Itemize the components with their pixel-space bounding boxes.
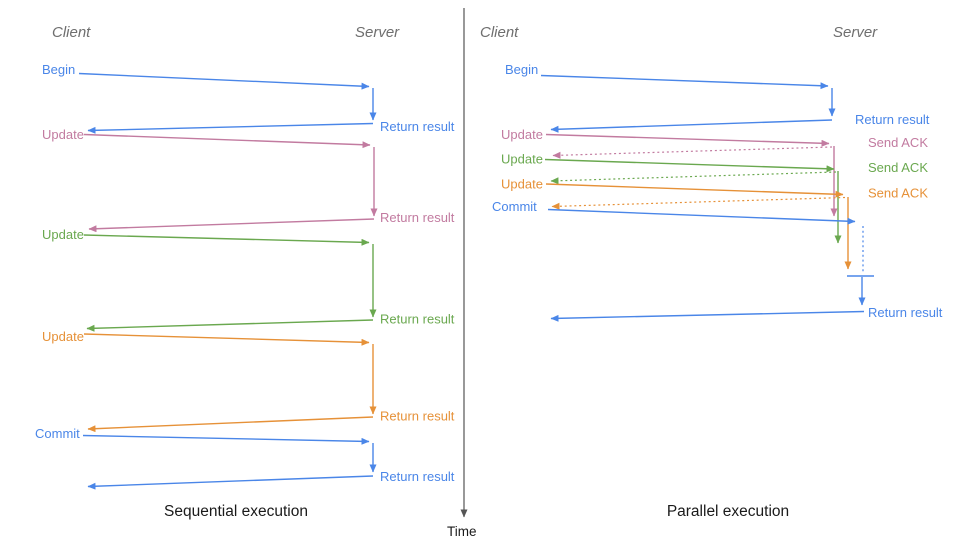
seq-update3-return-line	[87, 416, 374, 433]
par-message-begin: Begin Return result	[505, 62, 930, 133]
seq-update2-return-label: Return result	[380, 312, 455, 327]
seq-update1-request-line	[83, 133, 371, 149]
par-update1-request-line	[545, 133, 830, 147]
par-update3-ack-label: Send ACK	[868, 186, 928, 201]
par-update2-request-line	[544, 158, 835, 173]
par-message-update3: Update Send ACK	[501, 177, 928, 270]
seq-update1-label: Update	[42, 127, 84, 142]
seq-message-commit: Commit Return result	[35, 426, 455, 490]
par-client-header: Client	[480, 24, 519, 41]
par-update1-ack-line	[552, 146, 833, 159]
seq-update3-return-label: Return result	[380, 409, 455, 424]
par-commit-request-line	[547, 208, 856, 225]
seq-update3-request-line	[83, 333, 370, 346]
seq-update3-label: Update	[42, 329, 84, 344]
seq-commit-return-line	[87, 475, 374, 490]
time-axis-label: Time	[447, 524, 477, 539]
seq-client-header: Client	[52, 24, 91, 41]
seq-update1-return-label: Return result	[380, 210, 455, 225]
par-update2-label: Update	[501, 152, 543, 167]
par-message-commit: Commit Return result	[492, 199, 943, 322]
par-update1-ack-label: Send ACK	[868, 135, 928, 150]
seq-message-begin: Begin Return result	[42, 62, 455, 134]
par-update3-ack-line	[551, 196, 846, 210]
par-update2-ack-line	[550, 171, 837, 185]
seq-message-update2: Update Return result	[42, 227, 455, 332]
par-update3-request-line	[545, 183, 844, 198]
par-begin-return-label: Return result	[855, 112, 930, 127]
par-begin-label: Begin	[505, 62, 538, 77]
par-begin-request-line	[540, 74, 829, 90]
parallel-caption: Parallel execution	[667, 503, 789, 520]
seq-begin-return-line	[87, 122, 374, 134]
seq-update1-return-line	[88, 218, 375, 233]
seq-message-update1: Update Return result	[42, 127, 455, 233]
par-commit-return-label: Return result	[868, 305, 943, 320]
par-update2-ack-label: Send ACK	[868, 160, 928, 175]
par-commit-return-line	[550, 310, 865, 322]
seq-update2-label: Update	[42, 227, 84, 242]
parallel-panel: Client Server Begin Return result Update…	[480, 24, 943, 520]
par-update3-label: Update	[501, 177, 543, 192]
time-axis: Time	[447, 8, 477, 539]
seq-update2-request-line	[83, 234, 370, 246]
seq-commit-request-line	[82, 434, 370, 445]
par-message-update2: Update Send ACK	[501, 152, 928, 244]
seq-begin-label: Begin	[42, 62, 75, 77]
seq-begin-return-label: Return result	[380, 119, 455, 134]
sequential-panel: Client Server Begin Return result Update…	[35, 24, 455, 520]
seq-update2-return-line	[86, 319, 374, 332]
seq-commit-label: Commit	[35, 426, 80, 441]
par-begin-return-line	[550, 119, 833, 133]
par-message-update1: Update Send ACK	[501, 127, 928, 217]
seq-commit-return-label: Return result	[380, 469, 455, 484]
par-update1-label: Update	[501, 127, 543, 142]
par-server-header: Server	[833, 24, 878, 41]
seq-server-header: Server	[355, 24, 400, 41]
par-commit-label: Commit	[492, 199, 537, 214]
seq-message-update3: Update Return result	[42, 329, 455, 433]
sequential-caption: Sequential execution	[164, 503, 308, 520]
seq-begin-request-line	[78, 72, 370, 90]
